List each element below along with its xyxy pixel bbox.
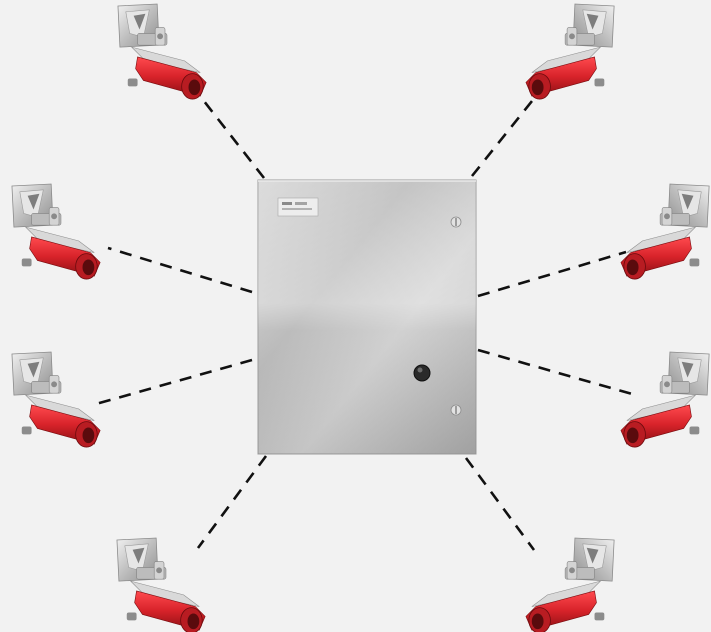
explosion-proof-camera-icon bbox=[526, 4, 614, 99]
enclosure-nameplate-icon bbox=[278, 198, 318, 216]
link-mid-left bbox=[108, 248, 252, 292]
link-bottom-left bbox=[198, 456, 266, 548]
camera-top-right bbox=[526, 4, 614, 99]
explosion-proof-camera-icon bbox=[118, 4, 206, 99]
door-knob-icon bbox=[414, 365, 430, 381]
link-low-left bbox=[96, 360, 252, 404]
camera-mid-left bbox=[12, 184, 100, 279]
camera-low-left bbox=[12, 352, 100, 447]
link-bottom-right bbox=[466, 458, 534, 550]
explosion-proof-camera-icon bbox=[12, 184, 100, 279]
camera-bottom-left bbox=[117, 538, 205, 632]
link-top-left bbox=[200, 96, 264, 178]
camera-mid-right bbox=[621, 184, 709, 279]
explosion-proof-camera-icon bbox=[12, 352, 100, 447]
explosion-proof-camera-icon bbox=[621, 352, 709, 447]
camera-bottom-right bbox=[526, 538, 614, 632]
link-low-right bbox=[478, 350, 632, 394]
link-mid-right bbox=[478, 252, 626, 296]
camera-top-left bbox=[118, 4, 206, 99]
explosion-proof-camera-icon bbox=[117, 538, 205, 632]
link-top-right bbox=[472, 96, 536, 176]
electrical-enclosure-icon bbox=[258, 180, 476, 454]
explosion-proof-camera-icon bbox=[526, 538, 614, 632]
explosion-proof-camera-icon bbox=[621, 184, 709, 279]
camera-low-right bbox=[621, 352, 709, 447]
